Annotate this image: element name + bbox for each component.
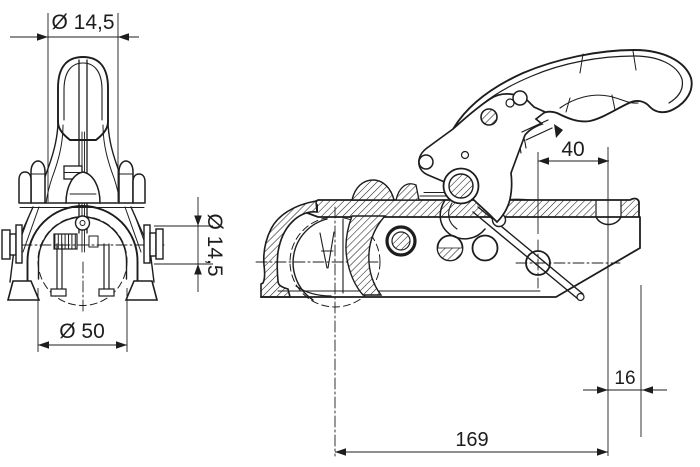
dimension-arrow (116, 341, 127, 349)
front-inner-mechanism (50, 215, 115, 297)
mounting-studs (18, 160, 146, 204)
ball-socket-wall (260, 200, 318, 298)
dimension-arrow (597, 448, 608, 456)
dim-label-side-bolt: Ø 14,5 (203, 213, 226, 276)
dimension-arrow (597, 386, 608, 394)
tow-bar-section (301, 197, 640, 226)
dimension-arrow (335, 448, 346, 456)
dim-end-offset: 16 (583, 285, 667, 437)
handle-front (57, 56, 109, 253)
bolt-washer-right (143, 224, 151, 264)
dim-label-top-pin: Ø 14,5 (51, 11, 114, 34)
dim-top-pin-diameter: Ø 14,5 (10, 11, 139, 202)
dim-side-bolt-diameter: Ø 14,5 (154, 197, 226, 292)
base-feet (6, 280, 159, 301)
latch-claw (439, 199, 486, 240)
bolt-washer-left (15, 224, 23, 264)
friction-pad-hump (351, 179, 395, 201)
dimension-arrow (38, 341, 49, 349)
side-view (255, 49, 693, 457)
dimension-arrow (118, 33, 129, 41)
dim-label-end-offset: 16 (614, 368, 635, 389)
front-view (1, 56, 165, 315)
handle-front-outline (57, 56, 109, 141)
lock-plate (418, 90, 553, 224)
handle-grip-tip (554, 124, 563, 138)
dimensions: Ø 14,5 Ø 14,5 Ø 50 40 (10, 11, 667, 456)
body-sides (9, 206, 155, 283)
bar-hole-arc (595, 216, 622, 226)
mounting-bolt-hole (515, 239, 621, 289)
dimension-arrow (598, 157, 609, 165)
housing-outline (260, 216, 641, 298)
dimension-arrow (194, 264, 202, 275)
socket-interior (277, 218, 541, 301)
clamp-shoe-section (345, 215, 387, 296)
spring-housing-bell (65, 171, 101, 204)
wedge-section (395, 183, 420, 201)
latch-pin-section (480, 108, 498, 126)
side-bolt-assembly (1, 224, 165, 264)
dimension-arrow (194, 215, 202, 226)
body-pins (385, 225, 499, 262)
dim-label-hole-offset: 40 (561, 138, 584, 161)
dimension-arrow (642, 386, 653, 394)
dim-label-overall-length: 169 (455, 429, 488, 451)
dimension-arrow (37, 33, 48, 41)
plate-hole (418, 154, 434, 170)
dim-label-ball: Ø 50 (59, 320, 105, 343)
dim-ball-diameter: Ø 50 (37, 288, 128, 352)
dim-hole-offset: 40 (537, 138, 609, 456)
dimension-arrow (538, 157, 549, 165)
dim-overall-length: 169 (335, 429, 608, 456)
